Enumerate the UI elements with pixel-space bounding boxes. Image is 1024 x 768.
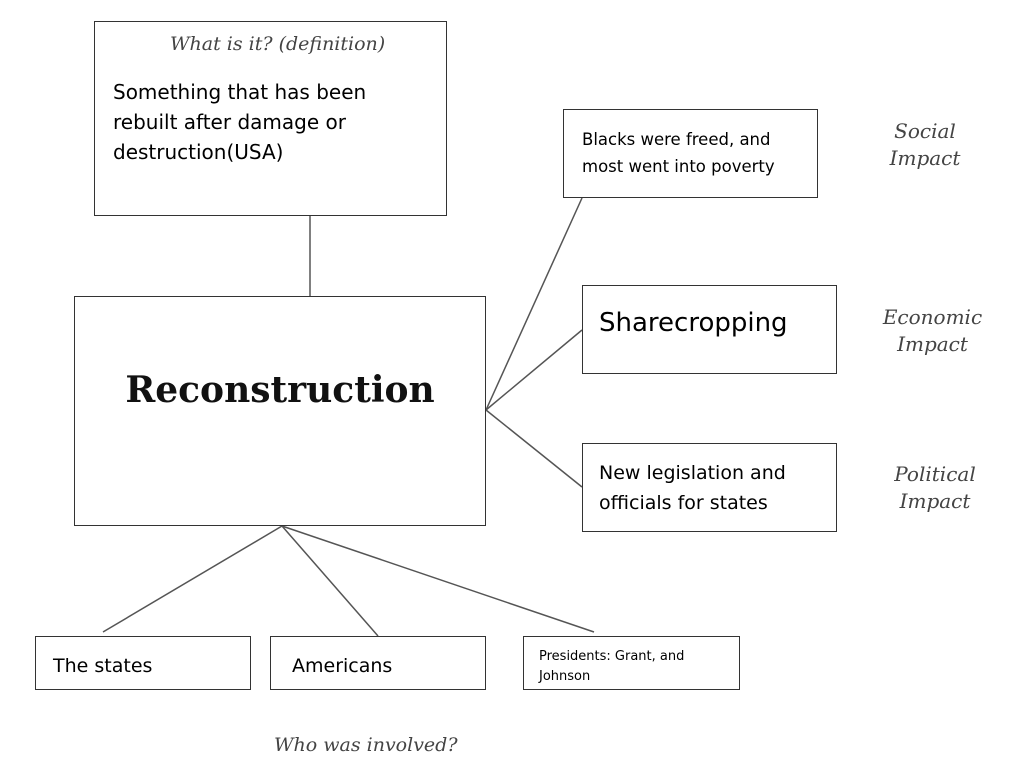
involved-states-text: The states (53, 655, 153, 677)
definition-box: Something that has been rebuilt after da… (94, 21, 447, 216)
social-impact-label-line2: Impact (889, 146, 961, 170)
social-impact-label: Social Impact (880, 118, 970, 172)
involved-caption: Who was involved? (274, 734, 458, 756)
definition-text: Something that has been rebuilt after da… (113, 80, 367, 164)
social-impact-box: Blacks were freed, and most went into po… (563, 109, 818, 198)
involved-presidents-box: Presidents: Grant, and Johnson (523, 636, 740, 690)
connector-central-to-social (485, 197, 583, 411)
economic-impact-text: Sharecropping (599, 308, 788, 338)
economic-impact-label-line2: Impact (897, 332, 968, 356)
social-impact-text: Blacks were freed, and most went into po… (582, 130, 775, 176)
involved-americans-text: Americans (292, 655, 393, 677)
connector-central-to-economic (485, 329, 583, 411)
connector-central-to-presidents (281, 525, 595, 633)
involved-americans-box: Americans (270, 636, 486, 690)
central-topic-box: Reconstruction (74, 296, 486, 526)
connector-central-to-political (485, 409, 583, 488)
political-impact-text: New legislation and officials for states (599, 462, 786, 514)
economic-impact-box: Sharecropping (582, 285, 837, 374)
political-impact-label-line1: Political (894, 462, 976, 486)
definition-caption: What is it? (definition) (170, 33, 386, 55)
involved-states-box: The states (35, 636, 251, 690)
economic-impact-label: Economic Impact (875, 304, 990, 358)
political-impact-label: Political Impact (880, 461, 990, 515)
political-impact-label-line2: Impact (899, 489, 971, 513)
economic-impact-label-line1: Economic (882, 305, 983, 329)
social-impact-label-line1: Social (894, 119, 956, 143)
political-impact-box: New legislation and officials for states (582, 443, 837, 532)
connector-central-to-states (102, 525, 283, 633)
central-topic-title: Reconstruction (125, 369, 435, 411)
involved-presidents-text: Presidents: Grant, and Johnson (539, 649, 685, 684)
connector-central-to-americans (281, 525, 379, 637)
